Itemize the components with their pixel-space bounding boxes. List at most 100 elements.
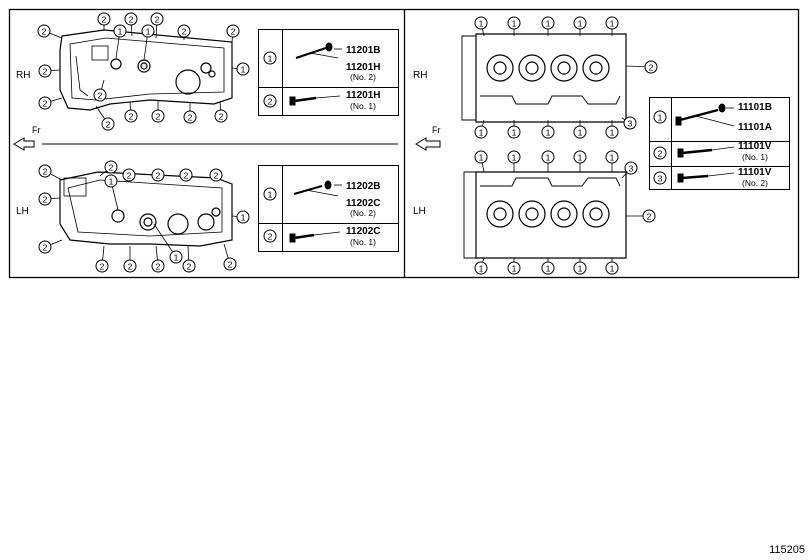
callout-one: 1 <box>474 119 488 139</box>
callout-one: 1 <box>113 24 127 59</box>
rh-note-no2: (No. 2) <box>350 72 376 82</box>
callout-two: 2 <box>38 164 63 181</box>
callout-two: 2 <box>177 24 191 40</box>
callout-number: 1 <box>118 27 123 37</box>
lh-note-no2: (No. 2) <box>350 208 376 218</box>
callout-two: 2 <box>179 168 193 182</box>
head-part-11101v-no1: 11101V <box>738 141 772 152</box>
callout-number: 1 <box>512 264 517 274</box>
callout-one: 1 <box>474 257 488 275</box>
short-head-bolt-icon <box>677 172 735 183</box>
callout-number: 2 <box>647 212 652 222</box>
svg-text:2: 2 <box>658 149 663 159</box>
callout-one: 1 <box>573 16 587 36</box>
callout-two: 2 <box>182 245 196 273</box>
right-rh-label: RH <box>413 70 427 81</box>
callout-number: 1 <box>610 264 615 274</box>
callout-number: 2 <box>129 15 134 25</box>
callout-one: 1 <box>541 258 555 275</box>
callout-one: 1 <box>541 120 555 139</box>
callout-one: 1 <box>605 150 619 172</box>
head-note-no1: (No. 1) <box>742 152 768 162</box>
svg-text:2: 2 <box>268 97 273 107</box>
head-part-11101a: 11101A <box>738 122 772 133</box>
callout-number: 1 <box>546 19 551 29</box>
callout-number: 2 <box>42 27 47 37</box>
svg-text:1: 1 <box>268 54 273 64</box>
callout-one: 1 <box>104 174 119 211</box>
callout-number: 2 <box>43 99 48 109</box>
svg-text:1: 1 <box>658 113 663 123</box>
callout-number: 1 <box>546 128 551 138</box>
callout-number: 1 <box>512 19 517 29</box>
callout-one: 1 <box>231 210 250 224</box>
callout-number: 2 <box>100 262 105 272</box>
right-front-label: Fr <box>432 125 441 135</box>
callout-number: 2 <box>43 67 48 77</box>
callout-two: 2 <box>93 79 107 102</box>
head-legend-ref-1: 1 <box>653 110 667 124</box>
callout-two: 2 <box>226 24 240 43</box>
callout-two: 2 <box>38 64 61 78</box>
figure-id: 115205 <box>769 544 805 556</box>
lh-legend-ref-1: 1 <box>263 187 277 201</box>
lh-cylinder-head <box>463 171 627 259</box>
callout-one: 1 <box>507 16 521 36</box>
callout-number: 1 <box>578 128 583 138</box>
callout-number: 1 <box>546 153 551 163</box>
lh-part-11202b: 11202B <box>346 181 380 192</box>
callout-one: 1 <box>474 16 488 37</box>
callout-one: 1 <box>605 16 619 36</box>
callout-number: 2 <box>228 260 233 270</box>
callout-two: 2 <box>183 102 197 124</box>
callout-two: 2 <box>97 12 111 30</box>
callout-three: 3 <box>621 116 637 130</box>
callout-number: 2 <box>128 262 133 272</box>
callout-one: 1 <box>507 150 521 172</box>
short-bolt-icon <box>289 95 341 106</box>
rh-part-11201b: 11201B <box>346 45 380 56</box>
callout-number: 1 <box>578 264 583 274</box>
bolt-with-washer-icon <box>293 180 342 197</box>
callout-number: 2 <box>219 112 224 122</box>
callout-number: 1 <box>479 264 484 274</box>
callout-one: 1 <box>474 150 488 173</box>
callout-two: 2 <box>151 100 165 123</box>
lh-bolt-legend: 1 2 11202B 11202C (No. 2) 11202C (No. 1) <box>258 165 399 252</box>
callout-number: 2 <box>43 243 48 253</box>
rh-note-no1: (No. 1) <box>350 101 376 111</box>
callout-number: 2 <box>182 27 187 37</box>
callout-number: 1 <box>146 27 151 37</box>
lh-side-label: LH <box>16 206 29 217</box>
callout-number: 3 <box>629 164 634 174</box>
callout-two: 2 <box>99 160 118 177</box>
callout-number: 3 <box>628 119 633 129</box>
callout-one: 1 <box>573 258 587 275</box>
callout-number: 1 <box>109 177 114 187</box>
lh-part-11202c-sub: 11202C <box>346 198 380 209</box>
svg-text:1: 1 <box>268 190 273 200</box>
callout-number: 1 <box>610 19 615 29</box>
head-bolt-legend: 1 2 3 11101B 11101A 11101V <box>649 97 790 190</box>
callout-number: 1 <box>174 253 179 263</box>
callout-two: 2 <box>37 24 63 39</box>
callout-number: 2 <box>102 15 107 25</box>
callout-number: 1 <box>578 153 583 163</box>
callout-two: 2 <box>95 105 115 131</box>
callout-number: 2 <box>188 113 193 123</box>
callout-one: 1 <box>141 24 155 61</box>
rh-bolt-legend: 1 2 11201B 11201H (No. 2) 11201H (No. 1) <box>258 29 399 116</box>
callout-number: 2 <box>156 171 161 181</box>
callout-one: 1 <box>507 120 521 139</box>
callout-number: 2 <box>98 91 103 101</box>
callout-number: 2 <box>127 171 132 181</box>
callout-number: 2 <box>184 171 189 181</box>
callout-two: 2 <box>223 243 237 271</box>
medium-head-bolt-icon <box>677 146 735 158</box>
callout-two: 2 <box>38 239 63 254</box>
callout-two: 2 <box>123 246 137 273</box>
callout-two: 2 <box>38 96 63 110</box>
callout-two: 2 <box>626 209 656 223</box>
head-part-11101v-no2: 11101V <box>738 167 772 178</box>
callout-number: 1 <box>512 128 517 138</box>
